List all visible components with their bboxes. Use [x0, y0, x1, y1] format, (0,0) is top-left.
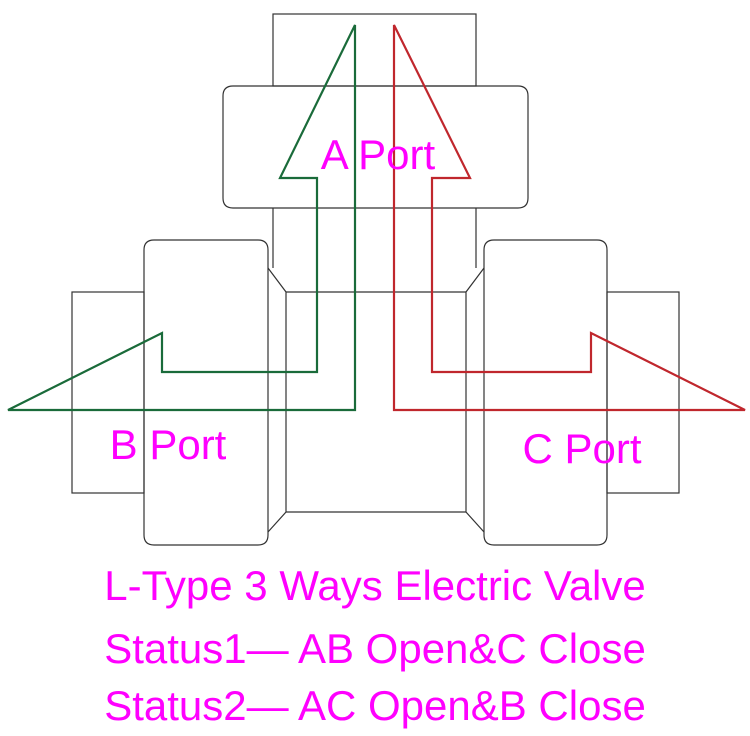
a-port-stem [272, 13, 477, 87]
caption-status2: Status2— AC Open&B Close [104, 682, 646, 729]
caption-status1: Status1— AB Open&C Close [104, 625, 646, 672]
c-port-pipe [606, 291, 680, 494]
b-port-nut [143, 239, 269, 546]
a-port-nut [222, 85, 529, 209]
flow-arrow-ac [392, 24, 746, 412]
flow-arrow-ab [7, 24, 357, 412]
caption-title: L-Type 3 Ways Electric Valve [104, 562, 646, 609]
c-port-label: C Port [522, 425, 641, 472]
a-port-label: A Port [321, 131, 436, 178]
c-port-nut [483, 239, 608, 546]
valve-body-outline [71, 13, 680, 546]
b-port-label: B Port [110, 421, 227, 468]
